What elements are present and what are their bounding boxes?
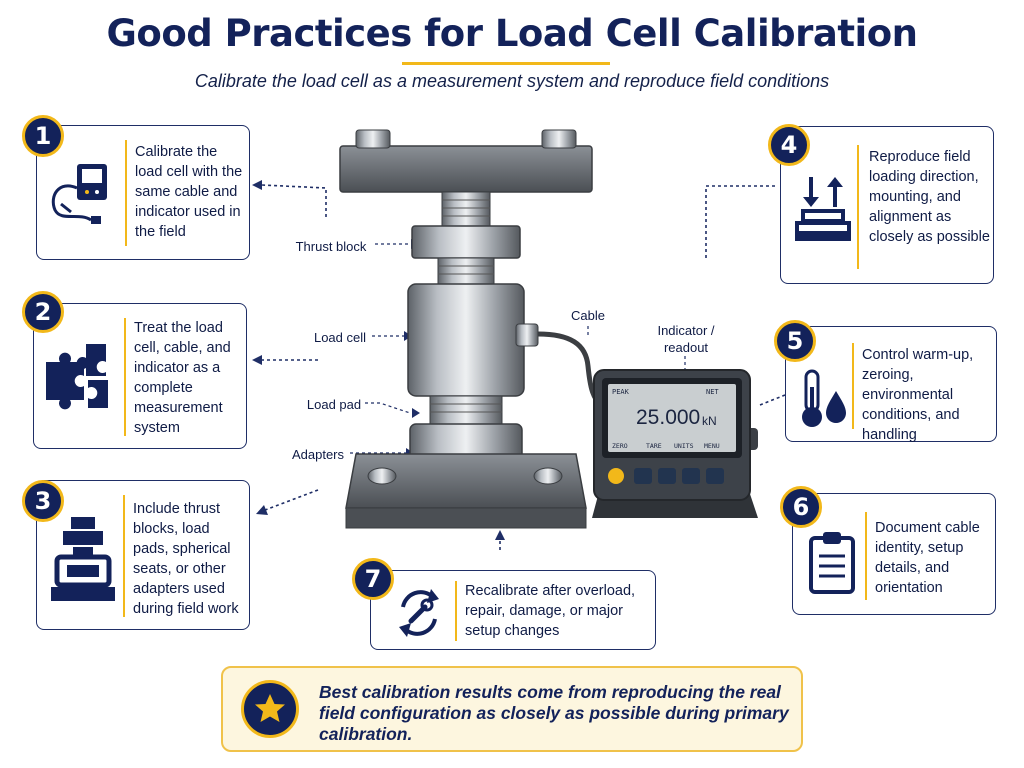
load-cell-body — [407, 283, 525, 397]
label-indicator: Indicator / readout — [657, 323, 715, 355]
thermometer-droplet-icon — [796, 367, 850, 436]
practice-card-5: Control warm-up, zeroing, environmental … — [785, 326, 997, 443]
card-1-text: Calibrate the load cell with the same ca… — [135, 144, 243, 240]
softkey-units[interactable]: UNITS — [674, 442, 694, 450]
softkey-menu[interactable]: MENU — [704, 442, 720, 450]
practice-card-4: Reproduce field loading direction, mount… — [780, 126, 994, 284]
practice-card-6: Document cable identity, setup details, … — [792, 493, 996, 615]
card-7-text: Recalibrate after overload, repair, dama… — [465, 583, 636, 639]
label-thrust-block: Thrust block — [295, 239, 367, 254]
step-badge-4: 4 — [768, 124, 810, 166]
step-badge-1: 1 — [22, 115, 64, 157]
practice-card-3: Include thrust blocks, load pads, spheri… — [36, 480, 250, 630]
star-icon — [241, 680, 299, 738]
cable-indicator-icon — [45, 160, 115, 235]
page-title: Good Practices for Load Cell Calibration — [106, 12, 918, 55]
softkey-zero[interactable]: ZERO — [612, 442, 628, 450]
step-badge-3: 3 — [22, 480, 64, 522]
step-badge-2: 2 — [22, 291, 64, 333]
practice-card-1: Calibrate the load cell with the same ca… — [36, 125, 250, 260]
label-load-pad: Load pad — [306, 397, 362, 412]
footer-text: Best calibration results come from repro… — [319, 682, 789, 744]
step-badge-7: 7 — [352, 558, 394, 600]
indicator-unit: kN — [702, 414, 717, 428]
label-load-cell: Load cell — [313, 330, 367, 345]
page-subtitle: Calibrate the load cell as a measurement… — [194, 71, 830, 91]
load-cell-assembly — [339, 129, 600, 529]
card-divider — [123, 495, 125, 617]
indicator-mode: PEAK — [612, 388, 629, 396]
softkey-tare[interactable]: TARE — [646, 442, 662, 450]
thrust-block — [411, 225, 521, 259]
card-5-text: Control warm-up, zeroing, environmental … — [862, 347, 974, 443]
card-6-text: Document cable identity, setup details, … — [875, 520, 980, 596]
label-cable: Cable — [571, 308, 605, 323]
card-divider — [125, 140, 127, 246]
practice-card-7: Recalibrate after overload, repair, dama… — [370, 570, 656, 650]
label-adapters: Adapters — [291, 447, 345, 462]
card-3-text: Include thrust blocks, load pads, spheri… — [133, 501, 239, 617]
card-divider — [455, 581, 457, 641]
top-plate — [339, 145, 593, 193]
practice-card-2: Treat the load cell, cable, and indicato… — [33, 303, 247, 449]
press-adapter-icon — [49, 515, 117, 610]
recalibrate-wrench-icon — [393, 587, 445, 644]
indicator-device — [592, 369, 758, 518]
card-divider — [124, 318, 126, 436]
card-divider — [852, 343, 854, 429]
indicator-reading: 25.000 — [636, 406, 701, 429]
indicator-status: NET — [706, 388, 719, 396]
card-divider — [857, 145, 859, 269]
step-badge-5: 5 — [774, 320, 816, 362]
footer-callout: Best calibration results come from repro… — [221, 666, 803, 752]
card-2-text: Treat the load cell, cable, and indicato… — [134, 320, 231, 436]
step-badge-6: 6 — [780, 486, 822, 528]
clipboard-icon — [807, 530, 857, 599]
puzzle-icon — [42, 340, 114, 417]
load-direction-icon — [793, 171, 853, 248]
title-underline — [402, 62, 610, 65]
card-4-text: Reproduce field loading direction, mount… — [869, 149, 990, 245]
card-divider — [865, 512, 867, 600]
